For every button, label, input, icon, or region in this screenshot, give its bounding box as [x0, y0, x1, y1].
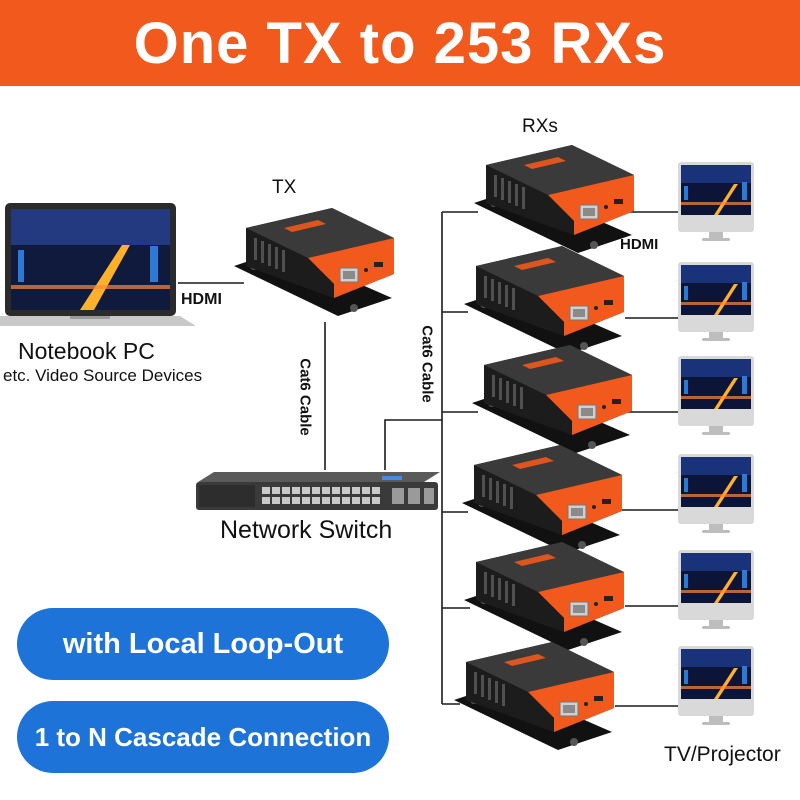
notebook-label: Notebook PC: [18, 338, 155, 364]
loop-out-badge: with Local Loop-Out: [17, 608, 389, 680]
network-switch-label: Network Switch: [220, 516, 393, 544]
hdmi-label-right: HDMI: [620, 236, 659, 253]
tv-projector-label: TV/Projector: [664, 743, 781, 766]
monitor-icon: [678, 356, 754, 435]
monitor-icon: [678, 262, 754, 341]
cascade-badge-text: 1 to N Cascade Connection: [34, 721, 372, 752]
title-banner: One TX to 253 RXs: [0, 0, 800, 86]
rx-device-icon: [463, 245, 625, 355]
cascade-badge: 1 to N Cascade Connection: [17, 701, 389, 773]
monitor-icon: [678, 162, 754, 241]
monitor-icon: [678, 550, 754, 629]
rx-device-icon: [461, 444, 623, 554]
connection-lines: [178, 211, 678, 707]
monitor-icon: [678, 454, 754, 533]
rxs-label: RXs: [522, 116, 558, 137]
loop-out-badge-text: with Local Loop-Out: [62, 627, 344, 660]
rx-device-icon: [463, 541, 625, 651]
tx-label: TX: [272, 177, 297, 198]
hdmi-label-left: HDMI: [181, 291, 222, 308]
tx-device-icon: [233, 207, 395, 317]
rx-device-icon: [453, 641, 615, 751]
monitor-icon: [678, 646, 754, 725]
cat6-label-right: Cat6 Cable: [418, 325, 436, 403]
network-switch-icon: [196, 472, 440, 510]
rx-device-icon: [471, 344, 633, 454]
notebook-sublabel: etc. Video Source Devices: [3, 366, 203, 385]
cat6-label-left: Cat6 Cable: [296, 358, 314, 436]
rx-device-icon: [473, 144, 635, 254]
notebook-pc-icon: [0, 203, 196, 326]
page-title: One TX to 253 RXs: [133, 10, 667, 76]
